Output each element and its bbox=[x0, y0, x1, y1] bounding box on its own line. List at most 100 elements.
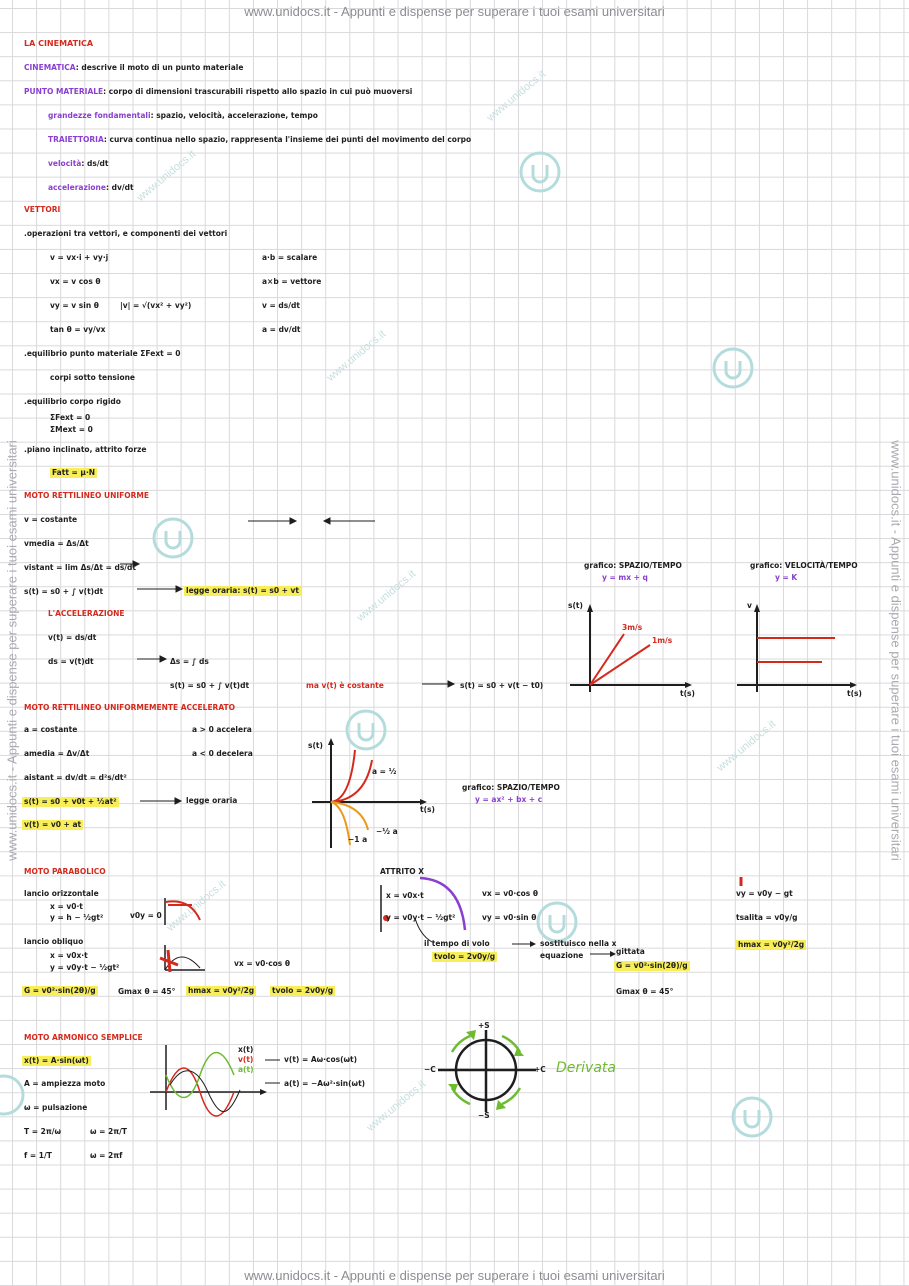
mrua-line: legge oraria bbox=[186, 796, 238, 805]
intro-line: accelerazione: dv/dt bbox=[48, 184, 134, 192]
parab-line: vx = v0·cos θ bbox=[482, 889, 539, 898]
parab-line: G = v0²·sin(2θ)/g bbox=[614, 961, 690, 971]
section-heading-mrua: MOTO RETTILINEO UNIFORMEMENTE ACCELERATO bbox=[24, 703, 236, 712]
velocity-direction-arrows bbox=[120, 517, 456, 805]
graph-ylabel: s(t) bbox=[568, 601, 583, 610]
mru-line: v = costante bbox=[24, 515, 78, 524]
vectors-line: tan θ = vy/vx bbox=[50, 325, 106, 334]
graph-subtitle: y = ax² + bx + c bbox=[475, 795, 543, 804]
parab-line: gittata bbox=[616, 947, 645, 956]
parab-line: tsalita = v0y/g bbox=[736, 913, 798, 922]
mrua-line: a = costante bbox=[24, 725, 78, 734]
circle-label-top: +S bbox=[478, 1021, 490, 1030]
vectors-line: corpi sotto tensione bbox=[50, 373, 136, 382]
mru-law-highlight: legge oraria: s(t) = s0 + vt bbox=[184, 586, 302, 596]
intro-text: : descrive il moto di un punto materiale bbox=[75, 63, 244, 72]
graph-curve-label: a = ½ bbox=[372, 767, 397, 776]
mas-line: v(t) = Aω·cos(ωt) bbox=[284, 1055, 358, 1064]
parab-line: lancio obliquo bbox=[24, 937, 84, 946]
mrua-line: a > 0 accelera bbox=[192, 725, 252, 734]
graph-curve-label: −1 a bbox=[348, 835, 368, 844]
parab-line: vy = v0y − gt bbox=[736, 889, 793, 898]
mas-line: ω = 2πf bbox=[90, 1151, 123, 1160]
page-title: LA CINEMATICA bbox=[24, 39, 94, 48]
mas-legend-a: a(t) bbox=[238, 1065, 254, 1074]
mru-line: ds = v(t)dt bbox=[48, 657, 94, 666]
graph-subtitle: y = mx + q bbox=[602, 573, 648, 582]
intro-text: : curva continua nello spazio, rappresen… bbox=[103, 135, 472, 144]
mas-line: T = 2π/ω bbox=[24, 1127, 62, 1136]
graph-title: grafico: VELOCITÀ/TEMPO bbox=[750, 561, 858, 570]
mas-line: ω = pulsazione bbox=[24, 1103, 88, 1112]
section-heading-parabolic: MOTO PARABOLICO bbox=[24, 867, 106, 876]
parab-line: il tempo di volo bbox=[424, 939, 490, 948]
parab-line: y = v0y·t − ½gt² bbox=[50, 963, 120, 972]
unidocs-logo-icon bbox=[731, 1096, 773, 1138]
projectile-cliff-sketch bbox=[380, 876, 616, 957]
parab-line: vy = v0·sin θ bbox=[482, 913, 537, 922]
graph-space-time-linear bbox=[570, 604, 692, 692]
projectile-oblique-sketch bbox=[159, 945, 205, 973]
derivative-circle-diagram bbox=[438, 1030, 536, 1112]
intro-line: PUNTO MATERIALE: corpo di dimensioni tra… bbox=[24, 88, 412, 96]
section-heading-vectors: VETTORI bbox=[24, 205, 61, 214]
unidocs-logo-icon bbox=[519, 151, 561, 193]
derivata-label: Derivata bbox=[556, 1060, 616, 1076]
mrua-law-highlight: s(t) = s0 + v0t + ½at² bbox=[22, 797, 119, 807]
graph-velocity-time bbox=[737, 604, 857, 692]
mru-line: s(t) = s0 + ∫ v(t)dt bbox=[170, 681, 250, 690]
circle-label-left: −C bbox=[424, 1065, 436, 1074]
mru-line: s(t) = s0 + ∫ v(t)dt bbox=[24, 587, 104, 596]
mas-legend-v: v(t) bbox=[238, 1055, 254, 1064]
mru-line: v(t) = ds/dt bbox=[48, 633, 97, 642]
section-heading-mru: MOTO RETTILINEO UNIFORME bbox=[24, 491, 150, 500]
vectors-line: ΣMext = 0 bbox=[50, 425, 93, 434]
graph-xlabel: t(s) bbox=[420, 805, 435, 814]
mrua-line: v(t) = v0 + at bbox=[22, 820, 84, 830]
intro-line: grandezze fondamentali: spazio, velocità… bbox=[48, 112, 318, 120]
parab-line: v0y = 0 bbox=[130, 911, 162, 920]
intro-label: TRAIETTORIA bbox=[48, 135, 104, 144]
graph-line-label: 3m/s bbox=[622, 623, 643, 632]
mru-line: ma v(t) è costante bbox=[306, 681, 384, 690]
vectors-line: Fatt = μ·N bbox=[50, 468, 98, 478]
intro-label: grandezze fondamentali bbox=[48, 111, 151, 120]
unidocs-logo-icon bbox=[712, 347, 754, 389]
graph-title: grafico: SPAZIO/TEMPO bbox=[462, 783, 560, 792]
projectile-horizontal-sketch bbox=[164, 898, 201, 925]
watermark-header: www.unidocs.it - Appunti e dispense per … bbox=[244, 4, 665, 19]
mas-line: ω = 2π/T bbox=[90, 1127, 128, 1136]
intro-label: velocità bbox=[48, 159, 82, 168]
unidocs-logo-icon bbox=[0, 1074, 25, 1116]
parab-line: x = v0·t bbox=[50, 902, 83, 911]
graph-line-label: 1m/s bbox=[652, 636, 673, 645]
graph-xlabel: t(s) bbox=[680, 689, 695, 698]
circle-label-bottom: −S bbox=[478, 1111, 490, 1120]
mru-line: vmedia = Δs/Δt bbox=[24, 539, 89, 548]
parab-line: Gmax θ = 45° bbox=[616, 987, 674, 996]
parab-line: Gmax θ = 45° bbox=[118, 987, 176, 996]
intro-text: : dv/dt bbox=[105, 183, 134, 192]
unidocs-logo-icon bbox=[536, 901, 578, 943]
mru-line: L'ACCELERAZIONE bbox=[48, 609, 125, 618]
unidocs-logo-icon bbox=[152, 517, 194, 559]
vectors-line: .piano inclinato, attrito forze bbox=[24, 445, 147, 454]
parab-line: x = v0x·t bbox=[50, 951, 88, 960]
mas-line: x(t) = A·sin(ωt) bbox=[22, 1056, 91, 1066]
graph-title: grafico: SPAZIO/TEMPO bbox=[584, 561, 682, 570]
watermark-footer: www.unidocs.it - Appunti e dispense per … bbox=[244, 1268, 665, 1283]
intro-line: velocità: ds/dt bbox=[48, 160, 109, 168]
mru-line: vistant = lim Δs/Δt = ds/dt bbox=[24, 563, 136, 572]
mas-line: a(t) = −Aω²·sin(ωt) bbox=[284, 1079, 366, 1088]
graph-ylabel: s(t) bbox=[308, 741, 323, 750]
graph-space-time-parabola bbox=[312, 738, 427, 848]
vectors-line: .equilibrio punto materiale ΣFext = 0 bbox=[24, 349, 181, 358]
vectors-line: .operazioni tra vettori, e componenti de… bbox=[24, 229, 228, 238]
parab-line: y = h − ½gt² bbox=[50, 913, 104, 922]
parab-line: hmax = v0y²/2g bbox=[736, 940, 807, 950]
parab-line: tvolo = 2v0y/g bbox=[270, 986, 336, 996]
vectors-line: v = vx·i + vy·j bbox=[50, 253, 109, 262]
graph-xlabel: t(s) bbox=[847, 689, 862, 698]
mrua-line: a < 0 decelera bbox=[192, 749, 253, 758]
